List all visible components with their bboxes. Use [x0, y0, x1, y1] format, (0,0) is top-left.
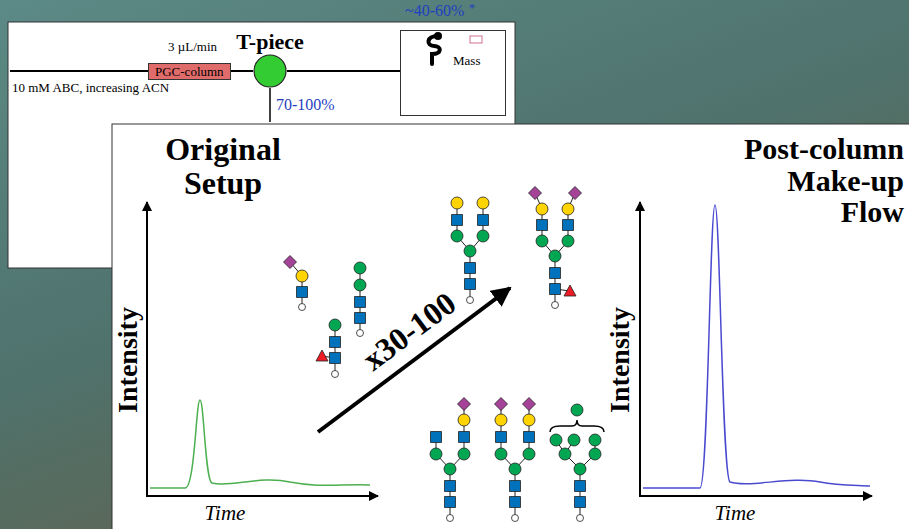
x-axis [146, 495, 378, 497]
node-text: PGC-column [155, 64, 224, 79]
comparison-panel [112, 124, 909, 529]
spray-percentage: ~40-60% [405, 3, 464, 19]
flow-rate: 3 µL/min [168, 40, 217, 53]
x-axis [639, 495, 872, 497]
y-axis [639, 202, 641, 497]
spray-emitter [428, 36, 439, 64]
flow-connector [287, 70, 400, 72]
glycan [284, 256, 309, 311]
glycan [550, 434, 601, 522]
glycan [571, 404, 583, 416]
pgc-column-box: PGC-column [148, 63, 231, 80]
panel-title: Original Setup [128, 133, 318, 200]
solvent-note: 10 mM ABC, increasing ACN [12, 81, 169, 94]
glycan [430, 398, 471, 522]
axis-title: Time [205, 503, 246, 524]
junction-circle [253, 54, 287, 88]
make-up-line [269, 88, 271, 122]
node-text: Mass [453, 53, 480, 68]
original-trace [150, 400, 370, 488]
glycan [451, 197, 489, 304]
glycan [529, 187, 582, 309]
panel-title: Post-column Make-up Flow [722, 133, 904, 228]
y-axis [146, 202, 148, 497]
flow-connector [231, 70, 253, 72]
glycan [354, 262, 366, 337]
make-up-percentage: 70-100% [276, 97, 335, 113]
emitter-tip [434, 32, 442, 40]
axis-title: Intensity [114, 307, 142, 413]
mass-spectrometer: Mass [400, 30, 506, 116]
node-text: T-piece [236, 31, 304, 53]
inlet-mark [470, 36, 482, 43]
glycan-structures [284, 187, 602, 522]
footnote-mark: * [469, 2, 475, 14]
make-up-trace [643, 205, 870, 488]
glycan [316, 319, 341, 378]
flow-line [10, 70, 148, 72]
glycan [495, 398, 536, 522]
axis-title: Time [715, 503, 756, 524]
brace [550, 420, 604, 432]
t-piece-junction: T-piece [253, 54, 287, 88]
axis-title: Intensity [606, 307, 634, 413]
